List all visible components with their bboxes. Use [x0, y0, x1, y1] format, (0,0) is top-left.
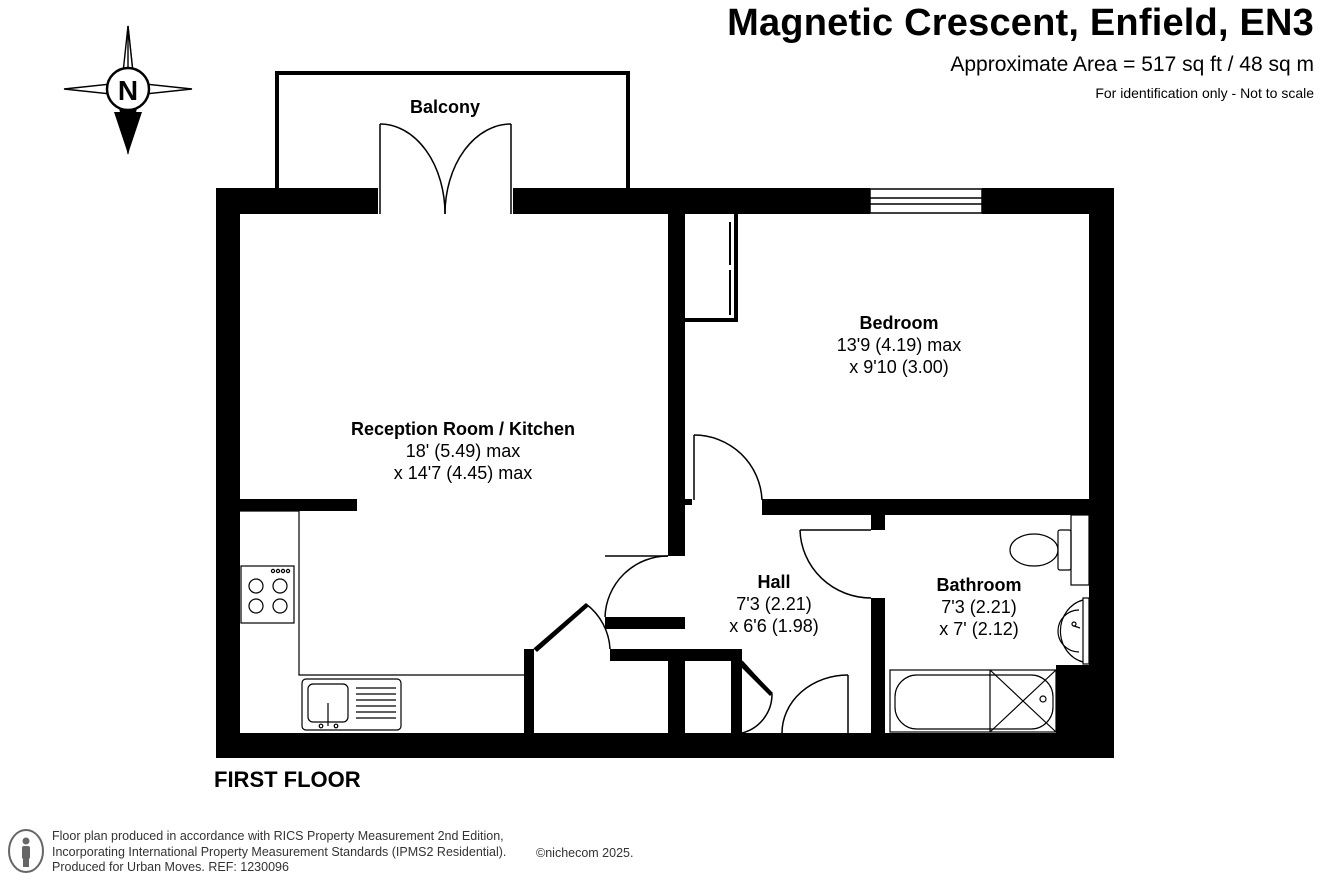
wardrobe	[685, 214, 738, 322]
bath-icon	[889, 669, 1057, 733]
reception-dim-2: x 14'7 (4.45) max	[393, 463, 533, 483]
bathroom-dim-1: 7'3 (2.21)	[941, 597, 1017, 617]
sink-icon	[301, 678, 402, 731]
internal-walls	[240, 214, 1089, 735]
bedroom-window	[869, 188, 983, 214]
footer-line-1: Floor plan produced in accordance with R…	[52, 829, 504, 843]
bathroom-dim-2: x 7' (2.12)	[939, 619, 1019, 639]
reception-label: Reception Room / Kitchen 18' (5.49) max …	[351, 418, 575, 484]
identification-note: For identification only - Not to scale	[1095, 85, 1314, 101]
hall-label: Hall 7'3 (2.21) x 6'6 (1.98)	[729, 571, 818, 637]
reception-name: Reception Room / Kitchen	[350, 419, 576, 439]
floor-label: FIRST FLOOR	[214, 767, 361, 792]
outer-walls	[216, 188, 1114, 758]
bedroom-dim-1: 13'9 (4.19) max	[836, 335, 962, 355]
footer: Floor plan produced in accordance with R…	[52, 829, 633, 876]
balcony-label: Balcony	[410, 96, 480, 118]
hall-name: Hall	[757, 572, 791, 592]
person-icon	[8, 829, 44, 873]
bedroom-name: Bedroom	[859, 313, 939, 333]
compass-icon: N	[63, 25, 193, 155]
kitchen-worktop	[240, 510, 524, 676]
balcony-name: Balcony	[409, 97, 481, 117]
toilet-icon	[1009, 514, 1090, 586]
bathroom-name: Bathroom	[936, 575, 1022, 595]
basin-icon	[1057, 597, 1090, 665]
page-title: Magnetic Crescent, Enfield, EN3	[727, 2, 1314, 44]
compass-letter: N	[118, 75, 138, 106]
footer-line-2: Incorporating International Property Mea…	[52, 844, 507, 859]
bathroom-label: Bathroom 7'3 (2.21) x 7' (2.12)	[937, 574, 1022, 640]
balcony-outline	[275, 71, 630, 188]
bedroom-dim-2: x 9'10 (3.00)	[849, 357, 949, 377]
bedroom-label: Bedroom 13'9 (4.19) max x 9'10 (3.00)	[837, 312, 962, 378]
footer-line-3: Produced for Urban Moves. REF: 1230096	[52, 860, 289, 874]
hall-dim-2: x 6'6 (1.98)	[729, 616, 819, 636]
approximate-area: Approximate Area = 517 sq ft / 48 sq m	[950, 53, 1314, 76]
hall-dim-1: 7'3 (2.21)	[736, 594, 812, 614]
reception-dim-1: 18' (5.49) max	[405, 441, 521, 461]
hob-icon	[240, 565, 295, 624]
footer-copyright: ©nichecom 2025.	[536, 846, 634, 860]
